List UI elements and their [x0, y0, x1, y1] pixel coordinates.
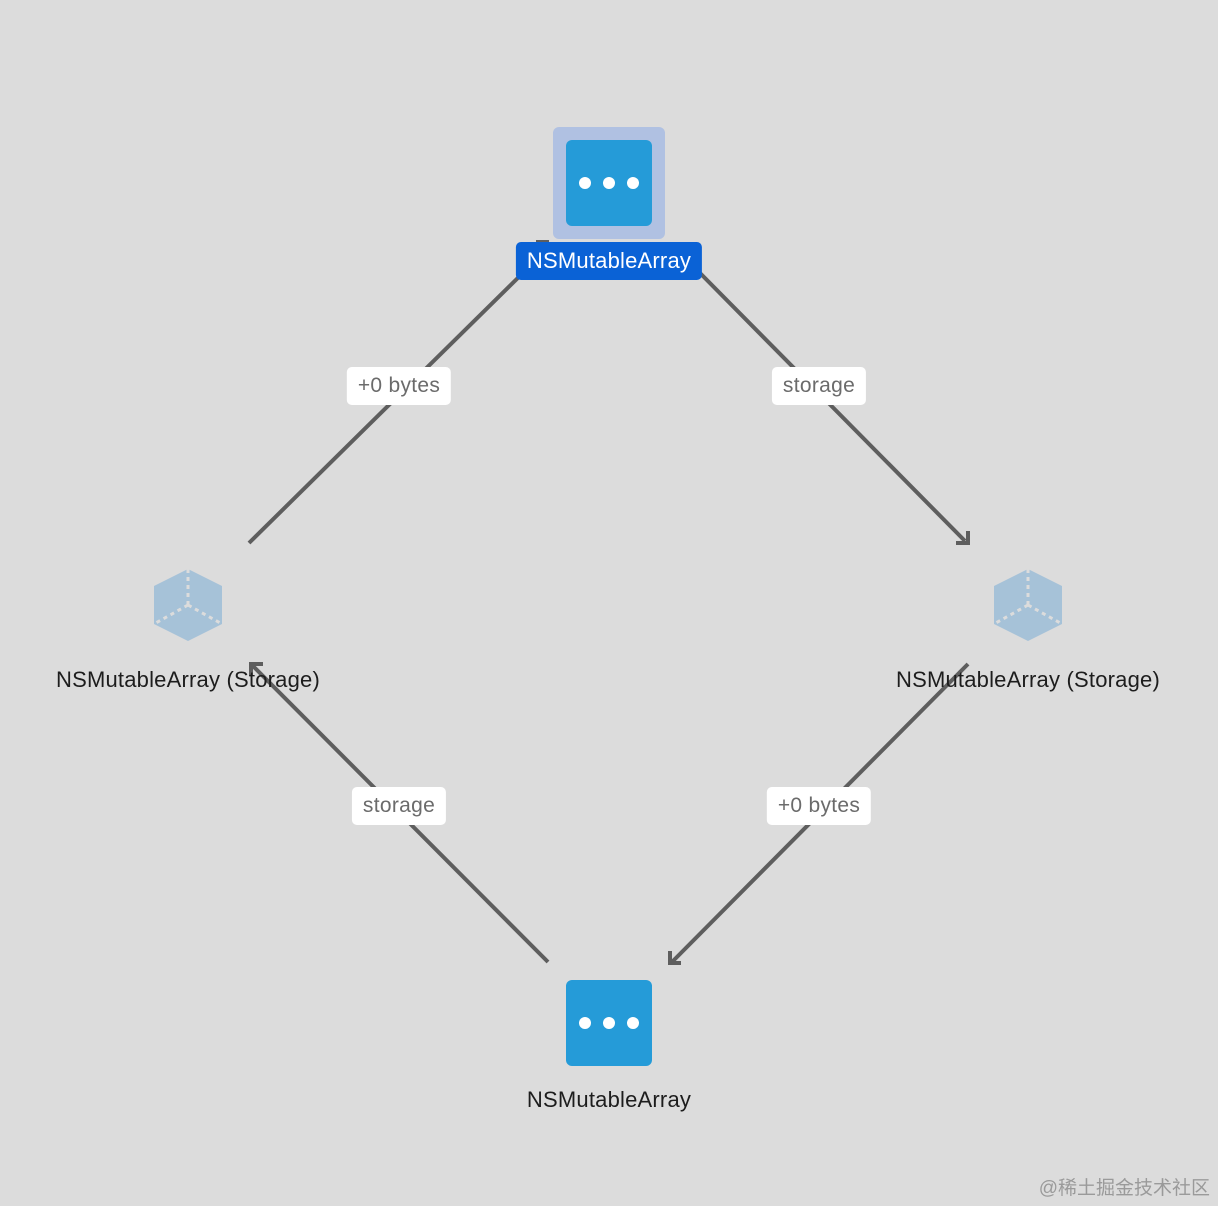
edge-top-to-right[interactable]	[695, 268, 970, 545]
edge-label-top-right[interactable]: storage	[771, 367, 867, 405]
edge-label-left-top[interactable]: +0 bytes	[346, 367, 452, 405]
edge-label-right-bottom[interactable]: +0 bytes	[766, 787, 872, 825]
ellipsis-dot	[579, 1017, 591, 1029]
storage-cube-icon[interactable]	[992, 567, 1064, 643]
ellipsis-tile-icon[interactable]	[566, 980, 652, 1066]
node-label-right-storage[interactable]: NSMutableArray (Storage)	[895, 667, 1161, 692]
node-label-left-storage[interactable]: NSMutableArray (Storage)	[55, 667, 321, 692]
ellipsis-dot	[627, 1017, 639, 1029]
node-label-bottom[interactable]: NSMutableArray	[526, 1087, 692, 1112]
ellipsis-dot	[627, 177, 639, 189]
ellipsis-dot	[579, 177, 591, 189]
ellipsis-dot	[603, 177, 615, 189]
edge-label-bottom-left[interactable]: storage	[351, 787, 447, 825]
watermark: @稀土掘金技术社区	[1038, 1178, 1210, 1199]
storage-cube-icon[interactable]	[152, 567, 224, 643]
ellipsis-tile-icon[interactable]	[566, 140, 652, 226]
node-label-top-selected[interactable]: NSMutableArray	[515, 242, 703, 280]
ellipsis-dot	[603, 1017, 615, 1029]
